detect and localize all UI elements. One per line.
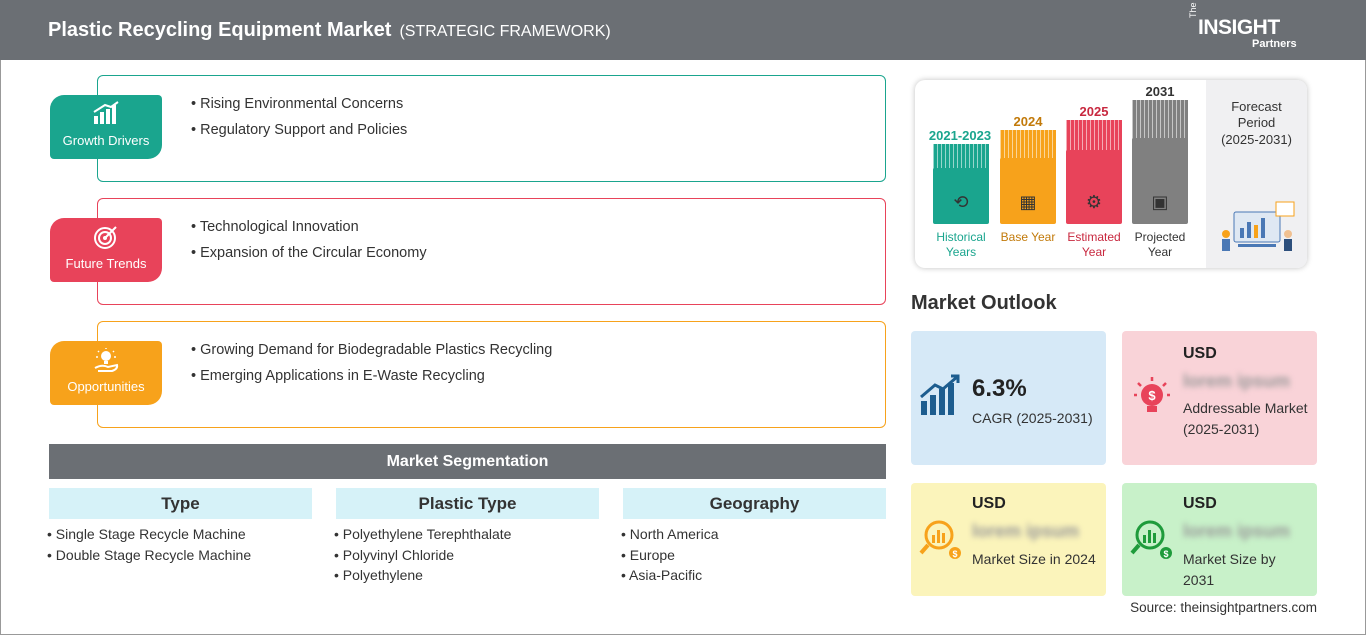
header-bar: Plastic Recycling Equipment Market (STRAT… <box>0 0 1366 60</box>
history-icon: ⟲ <box>953 192 969 212</box>
cagr-card: 6.3% CAGR (2025-2031) <box>911 331 1106 465</box>
list-item: Growing Demand for Biodegradable Plastic… <box>191 342 552 358</box>
size-2031-label: Market Size by 2031 <box>1183 551 1276 588</box>
list-item: Polyethylene Terephthalate <box>334 526 599 547</box>
badge-label: Future Trends <box>65 256 147 271</box>
timeline-year: 2021-2023 <box>928 128 992 143</box>
future-trends-badge: Future Trends <box>50 218 162 282</box>
segment-heading: Type <box>49 488 312 519</box>
market-size-2031-card: $ USD lorem ipsum Market Size by 2031 <box>1122 483 1317 596</box>
magnifier-chart-icon: $ <box>1130 520 1172 559</box>
segment-geography: Geography North America Europe Asia-Paci… <box>623 488 886 588</box>
growth-drivers-badge: Growth Drivers <box>50 95 162 159</box>
forecast-range: (2025-2031) <box>1221 132 1292 147</box>
market-size-2024-card: $ USD lorem ipsum Market Size in 2024 <box>911 483 1106 596</box>
growth-drivers-list: Rising Environmental Concerns Regulatory… <box>191 96 407 148</box>
segment-type: Type Single Stage Recycle Machine Double… <box>49 488 312 567</box>
page-subtitle: (STRATEGIC FRAMEWORK) <box>399 23 611 40</box>
source-credit[interactable]: Source: theinsightpartners.com <box>1130 600 1317 615</box>
page-title: Plastic Recycling Equipment Market (STRAT… <box>48 19 611 42</box>
timeline-label: Historical Years <box>936 230 986 259</box>
svg-text:$: $ <box>1148 388 1156 403</box>
presentation-icon: ▣ <box>1151 192 1169 212</box>
forecast-period-panel: Forecast Period (2025-2031) <box>1206 80 1307 268</box>
insight-partners-logo[interactable]: The INSIGHT Partners <box>1188 2 1308 52</box>
title-text: Plastic Recycling Equipment Market <box>48 19 392 41</box>
logo-insight: INSIGHT <box>1198 16 1280 39</box>
growth-drivers-card: Rising Environmental Concerns Regulatory… <box>97 75 886 182</box>
list-item: Rising Environmental Concerns <box>191 96 407 112</box>
addressable-market-card: $ USD lorem ipsum Addressable Market (20… <box>1122 331 1317 465</box>
logo-partners: Partners <box>1252 38 1297 50</box>
cagr-label: CAGR (2025-2031) <box>972 410 1093 426</box>
target-icon <box>50 224 162 250</box>
market-segmentation-header: Market Segmentation <box>49 444 886 479</box>
future-trends-list: Technological Innovation Expansion of th… <box>191 219 427 271</box>
future-trends-card: Technological Innovation Expansion of th… <box>97 198 886 305</box>
timeline-bar <box>933 168 989 224</box>
growth-chart-icon <box>50 101 162 127</box>
timeline-year: 2031 <box>1145 84 1175 99</box>
lightbulb-hand-icon <box>50 347 162 373</box>
size-2031-usd: USD <box>1183 495 1217 512</box>
svg-text:$: $ <box>952 549 957 559</box>
segment-heading: Plastic Type <box>336 488 599 519</box>
segment-list: Single Stage Recycle Machine Double Stag… <box>49 526 312 567</box>
list-item: Double Stage Recycle Machine <box>47 547 312 568</box>
badge-label: Growth Drivers <box>62 133 150 148</box>
timeline-bar-cap <box>1000 130 1056 160</box>
forecast-title: Forecast Period <box>1231 99 1282 130</box>
list-item: Asia-Pacific <box>621 567 886 588</box>
cagr-value: 6.3% <box>972 375 1027 402</box>
gears-chart-icon: ⚙ <box>1085 192 1103 212</box>
logo-the: The <box>1188 2 1198 18</box>
timeline-label: Estimated Year <box>1067 230 1121 259</box>
list-item: Europe <box>621 547 886 568</box>
timeline-bar <box>1066 150 1122 224</box>
timeline-bar <box>1132 138 1188 224</box>
market-outlook-title: Market Outlook <box>911 292 1057 314</box>
list-item: Emerging Applications in E-Waste Recycli… <box>191 368 552 384</box>
timeline-label: Base Year <box>1000 230 1056 244</box>
svg-text:$: $ <box>1163 549 1168 559</box>
timeline-bar-cap <box>1132 100 1188 140</box>
size-2024-label: Market Size in 2024 <box>972 551 1096 567</box>
timeline-year: 2025 <box>1079 104 1109 119</box>
size-2031-value: lorem ipsum <box>1183 521 1291 541</box>
timeline-bar <box>1000 158 1056 224</box>
size-2024-value: lorem ipsum <box>972 521 1080 541</box>
list-item: Technological Innovation <box>191 219 427 235</box>
timeline-bar-cap <box>933 144 989 170</box>
magnifier-chart-icon: $ <box>919 520 961 559</box>
segment-plastic-type: Plastic Type Polyethylene Terephthalate … <box>336 488 599 588</box>
segment-list: Polyethylene Terephthalate Polyvinyl Chl… <box>336 526 599 588</box>
timeline-label: Projected Year <box>1134 230 1186 259</box>
opportunities-list: Growing Demand for Biodegradable Plastic… <box>191 342 552 394</box>
list-item: Expansion of the Circular Economy <box>191 245 426 261</box>
segment-list: North America Europe Asia-Pacific <box>623 526 886 588</box>
timeline-bar-cap <box>1066 120 1122 152</box>
growth-chart-icon <box>920 374 960 415</box>
timeline-panel: 2021-2023 ⟲ Historical Years 2024 ▦ Base… <box>915 80 1307 268</box>
list-item: Polyvinyl Chloride <box>334 547 599 568</box>
segment-heading: Geography <box>623 488 886 519</box>
opportunities-card: Growing Demand for Biodegradable Plastic… <box>97 321 886 428</box>
addressable-usd: USD <box>1183 345 1217 362</box>
list-item: Single Stage Recycle Machine <box>47 526 312 547</box>
addressable-value: lorem ipsum <box>1183 371 1291 391</box>
lightbulb-dollar-icon: $ <box>1134 377 1170 412</box>
timeline-year: 2024 <box>1013 114 1043 129</box>
calendar-icon: ▦ <box>1019 192 1037 212</box>
analytics-illustration-icon <box>1222 201 1295 251</box>
size-2024-usd: USD <box>972 495 1006 512</box>
list-item: Regulatory Support and Policies <box>191 122 407 138</box>
opportunities-badge: Opportunities <box>50 341 162 405</box>
list-item: Polyethylene <box>334 567 599 588</box>
list-item: North America <box>621 526 886 547</box>
addressable-label: Addressable Market (2025-2031) <box>1183 400 1308 437</box>
badge-label: Opportunities <box>67 379 145 394</box>
